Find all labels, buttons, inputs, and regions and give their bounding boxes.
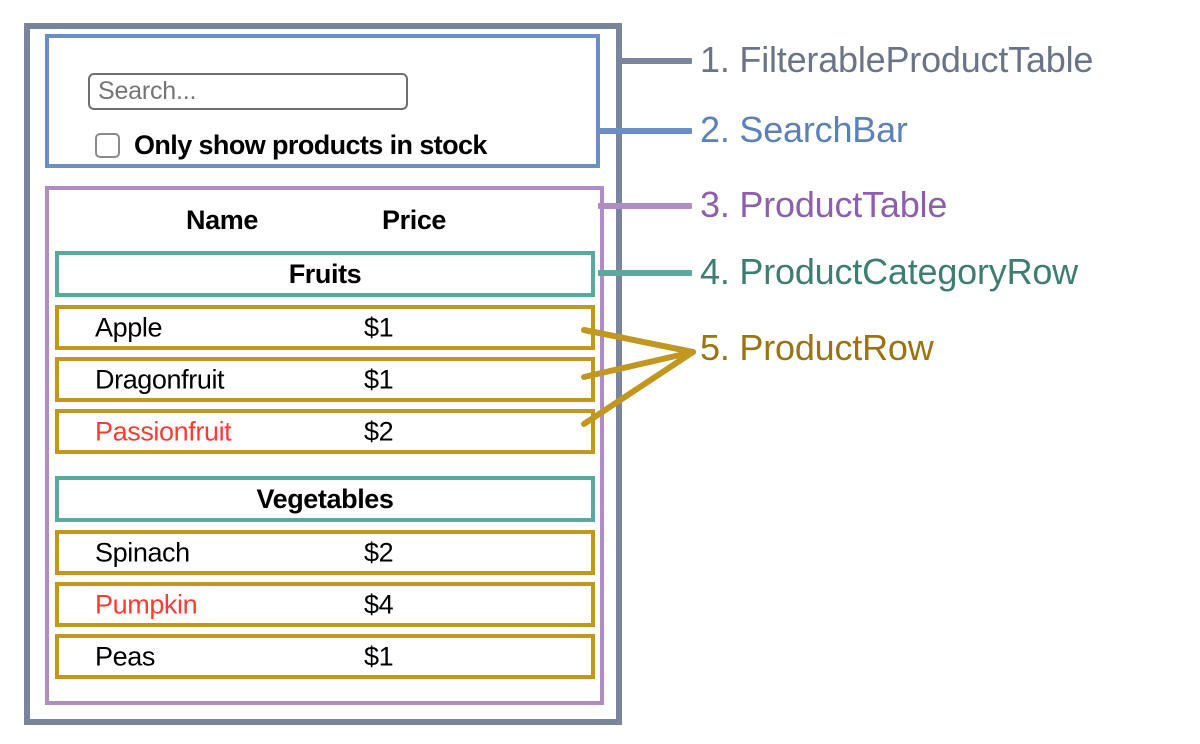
product-price: $2 xyxy=(364,416,394,446)
checkbox-icon[interactable] xyxy=(95,132,120,158)
product-price: $1 xyxy=(364,312,394,342)
product-row: Pumpkin $4 xyxy=(55,582,595,627)
product-row: Dragonfruit $1 xyxy=(55,357,595,402)
column-header-name: Name xyxy=(186,204,258,235)
leader-lines-product-row xyxy=(581,327,696,427)
callout-label-search-bar: 2. SearchBar xyxy=(700,109,908,150)
product-name: Spinach xyxy=(95,537,190,567)
product-category-label: Fruits xyxy=(288,258,362,289)
callout-label-filterable-product-table: 1. FilterableProductTable xyxy=(700,39,1094,80)
in-stock-checkbox-label: Only show products in stock xyxy=(134,129,487,160)
table-header-row: Name Price xyxy=(55,196,595,244)
search-input[interactable] xyxy=(88,73,408,110)
product-name: Peas xyxy=(95,641,155,671)
product-row: Passionfruit $2 xyxy=(55,409,595,454)
callout-label-product-category-row: 4. ProductCategoryRow xyxy=(700,251,1078,292)
product-price: $4 xyxy=(364,589,394,619)
group-spacer xyxy=(55,461,595,476)
leader-line-product-category-row xyxy=(598,270,692,276)
product-name: Apple xyxy=(95,312,163,342)
callout-label-product-row: 5. ProductRow xyxy=(700,327,934,368)
product-name: Dragonfruit xyxy=(95,364,225,394)
product-name: Passionfruit xyxy=(95,416,232,446)
frame-filterable-product-table xyxy=(24,23,622,725)
leader-line-filterable-product-table xyxy=(620,58,692,64)
product-price: $2 xyxy=(364,537,394,567)
callout-label-product-table: 3. ProductTable xyxy=(700,184,948,225)
product-category-label: Vegetables xyxy=(256,483,394,514)
in-stock-checkbox-row[interactable]: Only show products in stock xyxy=(95,128,487,162)
leader-line-search-bar xyxy=(598,128,692,134)
product-name: Pumpkin xyxy=(95,589,198,619)
frame-product-table xyxy=(45,186,604,705)
leader-line-product-table xyxy=(598,203,692,209)
product-category-row: Vegetables xyxy=(55,476,595,522)
product-category-row: Fruits xyxy=(55,251,595,297)
frame-search-bar xyxy=(45,34,600,168)
product-price: $1 xyxy=(364,641,394,671)
product-row: Spinach $2 xyxy=(55,530,595,575)
product-table-body: Fruits Apple $1 Dragonfruit $1 Passionfr… xyxy=(55,251,595,686)
product-price: $1 xyxy=(364,364,394,394)
column-header-price: Price xyxy=(382,204,447,235)
product-row: Peas $1 xyxy=(55,634,595,679)
product-row: Apple $1 xyxy=(55,305,595,350)
